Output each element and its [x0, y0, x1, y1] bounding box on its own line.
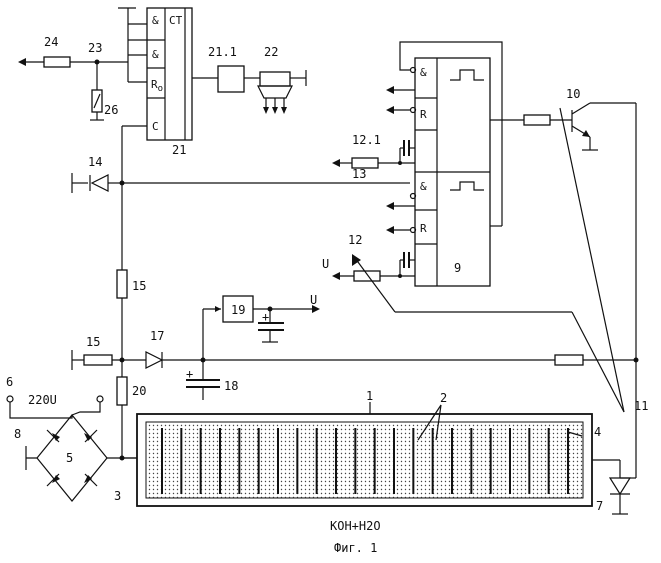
label-9: 9 [454, 261, 461, 275]
label-6: 6 [6, 375, 13, 389]
resistor-20 [117, 377, 127, 405]
label-20: 20 [132, 384, 146, 398]
label-2: 2 [440, 391, 447, 405]
label-19: 19 [231, 303, 245, 317]
label-26: 26 [104, 103, 118, 117]
label-4: 4 [594, 425, 601, 439]
gate-and-m2: & [420, 180, 427, 193]
label-11: 11 [634, 399, 648, 413]
electrolyte-label: KOH+H2O [330, 519, 381, 533]
label-3: 3 [114, 489, 121, 503]
label-22: 22 [264, 45, 278, 59]
label-12-1: 12.1 [352, 133, 381, 147]
label-21-1: 21.1 [208, 45, 237, 59]
leader-11b [560, 108, 624, 412]
resistor-12 [354, 271, 380, 281]
gate-ct: CT [169, 14, 183, 27]
u-label-right: U [310, 293, 317, 307]
ac-terminal-right [97, 396, 103, 402]
resistor-15-horizontal [84, 355, 112, 365]
resistor-15-vertical [117, 270, 127, 298]
label-14: 14 [88, 155, 102, 169]
label-15-horizontal: 15 [86, 335, 100, 349]
label-13: 13 [352, 167, 366, 181]
label-5: 5 [66, 451, 73, 465]
u-label-top: U [322, 257, 329, 271]
gate-r-m2: R [420, 222, 427, 235]
block-21-1 [218, 66, 244, 92]
indicator-22 [260, 72, 290, 86]
plus-cap: + [262, 310, 269, 324]
diode-14 [92, 175, 108, 191]
bridge-minus-terminal [26, 446, 37, 470]
diode-17 [146, 352, 162, 368]
label-17: 17 [150, 329, 164, 343]
label-12: 12 [348, 233, 362, 247]
label-24: 24 [44, 35, 58, 49]
resistor-base [524, 115, 550, 125]
display-22 [258, 86, 292, 98]
label-23: 23 [88, 41, 102, 55]
ac-terminal-left [7, 396, 13, 402]
electrolytic-cell [137, 414, 592, 506]
label-15-vertical: 15 [132, 279, 146, 293]
gate-c: C [152, 120, 159, 133]
label-18: 18 [224, 379, 238, 393]
ac-wire-right [72, 402, 100, 415]
plus-18: + [186, 367, 193, 381]
label-7: 7 [596, 499, 603, 513]
gate-and-m1: & [420, 66, 427, 79]
resistor-24 [44, 57, 70, 67]
label-1: 1 [366, 389, 373, 403]
diode-7 [610, 478, 630, 494]
gate-and-1: & [152, 14, 159, 27]
gate-and-2: & [152, 48, 159, 61]
figure-caption: Фиг. 1 [334, 541, 377, 555]
label-21: 21 [172, 143, 186, 157]
voltage-label: 220U [28, 393, 57, 407]
gate-r-m1: R [420, 108, 427, 121]
label-10: 10 [566, 87, 580, 101]
variable-arrow [355, 258, 395, 312]
resistor-right [555, 355, 583, 365]
label-8: 8 [14, 427, 21, 441]
